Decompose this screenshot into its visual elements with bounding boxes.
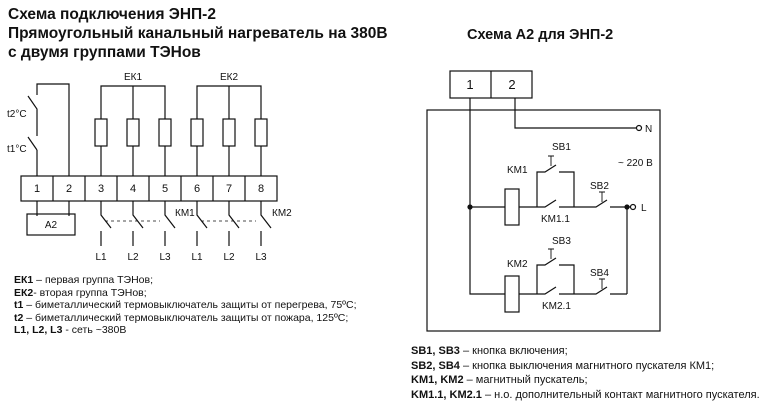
right-title: Схема А2 для ЭНП-2: [467, 27, 614, 43]
terminal-label: 4: [130, 183, 136, 195]
line-label: L2: [223, 252, 235, 263]
line-label: L3: [255, 252, 267, 263]
a2-label: А2: [45, 220, 58, 231]
ek2-label: ЕК2: [220, 72, 238, 83]
n-line: [514, 98, 636, 129]
km2-coil-label: KM2: [507, 259, 528, 270]
sb3-label: SB3: [552, 236, 571, 247]
ek1-heater: [126, 118, 140, 147]
sb1-actuator: [548, 155, 554, 166]
legend-item: KM1.1, KM2.1 – н.о. дополнительный конта…: [411, 388, 760, 401]
t1-label: t1°C: [7, 144, 27, 155]
title-line-1: Схема подключения ЭНП-2: [8, 6, 216, 23]
ek2-heater: [190, 118, 204, 147]
ek1-heater: [158, 118, 172, 147]
n-label: N: [645, 124, 652, 135]
legend-item: SB1, SB3 – кнопка включения;: [411, 345, 568, 357]
terminal-label: 3: [98, 183, 104, 195]
sb2-actuator: [599, 191, 605, 202]
ek2-heater: [254, 118, 268, 147]
row2-wiring: [519, 257, 627, 295]
legend-item: L1, L2, L3 - сеть ~380В: [14, 324, 127, 337]
right-diagram: 1 2 N ~ 220 В KM1 L SB1 SB2 KM1.1 KM2: [426, 70, 661, 332]
title-line-2: Прямоугольный канальный нагреватель на 3…: [8, 25, 388, 42]
legend-right: SB1, SB3 – кнопка включения; SB2, SB4 – …: [411, 344, 760, 402]
a2-box: [26, 213, 76, 236]
sb3-actuator: [548, 248, 554, 259]
title-line-3: с двумя группами ТЭНов: [8, 44, 201, 61]
line-label: L3: [159, 252, 171, 263]
terminal-label: 7: [226, 183, 232, 195]
legend-item: t2 – биметаллический термовыключатель за…: [14, 311, 349, 324]
km2-coil: [504, 275, 520, 313]
terminal-label: 6: [194, 183, 200, 195]
a2-frame: [426, 109, 661, 332]
legend-item: SB2, SB4 – кнопка выключения магнитного …: [411, 359, 715, 372]
km21-label: KM2.1: [542, 301, 571, 312]
a2-terminal-label: 2: [508, 77, 515, 92]
line-label: L1: [191, 252, 203, 263]
ek1-heater: [94, 118, 108, 147]
terminal-label: 2: [66, 183, 72, 195]
km2-contacts: [196, 201, 272, 246]
thermostat-switches: [27, 83, 70, 176]
km2-label: КМ2: [272, 208, 292, 219]
ek1-label: ЕК1: [124, 72, 142, 83]
km1-coil-label: KM1: [507, 165, 528, 176]
t2-label: t2°C: [7, 109, 27, 120]
line-label: L1: [95, 252, 107, 263]
legend-item: ЕК1 – первая группа ТЭНов;: [14, 274, 154, 286]
legend-item: KM1, KM2 – магнитный пускатель;: [411, 374, 588, 387]
km1-label: КМ1: [175, 208, 195, 219]
sb2-label: SB2: [590, 181, 609, 192]
km1-coil: [504, 188, 520, 226]
terminal-label: 1: [34, 183, 40, 195]
left-diagram: 1 2 3 4 5 6 7 8 t2°C t1°C А2 ЕК1 ЕК: [7, 72, 292, 263]
ek2-heater: [222, 118, 236, 147]
km11-label: KM1.1: [541, 214, 570, 225]
page-title: Схема подключения ЭНП-2 Прямоугольный ка…: [8, 5, 388, 62]
sb4-actuator: [599, 278, 605, 289]
row1-wiring: [519, 164, 630, 208]
sb1-label: SB1: [552, 142, 571, 153]
legend-left: ЕК1 – первая группа ТЭНов; ЕК2- вторая г…: [14, 274, 357, 337]
km1-contacts: [100, 201, 176, 246]
l-terminal: [629, 203, 637, 211]
junction: [624, 204, 630, 210]
terminal-label: 5: [162, 183, 168, 195]
voltage-label: ~ 220 В: [618, 158, 653, 169]
line-label: L2: [127, 252, 139, 263]
rail-1: [469, 98, 505, 295]
sb4-label: SB4: [590, 268, 609, 279]
n-terminal: [635, 124, 643, 132]
terminal-label: 8: [258, 183, 264, 195]
legend-item: t1 – биметаллический термовыключатель за…: [14, 299, 357, 312]
a2-terminal-label: 1: [466, 77, 473, 92]
legend-item: ЕК2- вторая группа ТЭНов;: [14, 286, 147, 299]
l-label: L: [641, 203, 647, 214]
